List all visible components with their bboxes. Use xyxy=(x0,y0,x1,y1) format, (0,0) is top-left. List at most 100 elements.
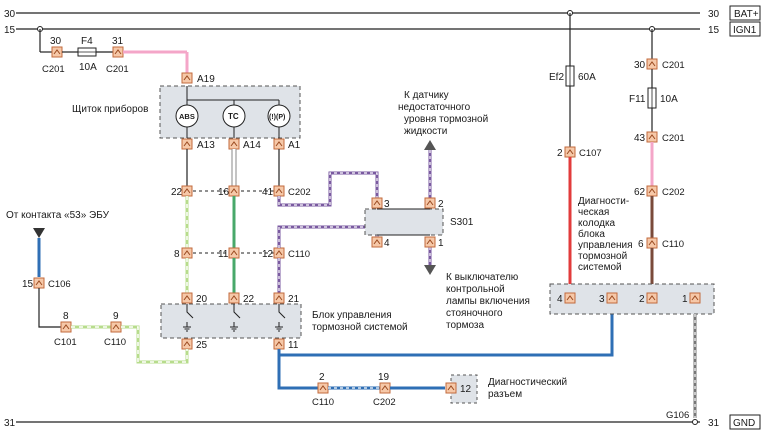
fuse-f4-rating: 10A xyxy=(79,62,97,73)
diag-block-line-6: тормозной xyxy=(578,251,627,262)
pin-c202-16: 16 xyxy=(218,187,230,198)
pin-c110-8: 8 xyxy=(174,249,180,260)
pin-module-21: 21 xyxy=(288,294,300,305)
c202-label-bottom: C202 xyxy=(373,397,396,408)
diag-connector-block: 4 3 2 1 xyxy=(549,283,715,315)
parking-switch-line-5: тормоза xyxy=(446,320,485,331)
c201-label-right: C201 xyxy=(106,64,129,75)
brake-module-line-2: тормозной системой xyxy=(312,322,408,333)
diag-block-line-3: колодка xyxy=(578,218,616,229)
brake-control-module: 20 22 21 Блок управления тормозной систе… xyxy=(160,292,408,351)
c101-label: C101 xyxy=(54,337,77,348)
s301-label: S301 xyxy=(450,217,474,228)
fuse-f4-branch: 30 C201 F4 10A 31 C201 xyxy=(37,26,189,75)
pin-a13: A13 xyxy=(197,140,215,151)
c202-row: 22 16 41 C202 xyxy=(171,185,311,198)
pin-f4-in: 30 xyxy=(50,36,62,47)
pin-c101-8: 8 xyxy=(63,311,69,322)
pin-module-20: 20 xyxy=(196,294,208,305)
fuse-ef2-rating: 60A xyxy=(578,72,596,83)
c106-label: C106 xyxy=(48,279,71,290)
pin-f11-43: 43 xyxy=(634,133,646,144)
pin-c110-9: 9 xyxy=(113,311,119,322)
pin-s301-1: 1 xyxy=(438,238,444,249)
ecu-contact-label: От контакта «53» ЭБУ xyxy=(6,210,110,221)
diag-block-line-1: Диагности- xyxy=(578,196,629,207)
rail-bat-label: BAT+ xyxy=(734,9,759,20)
pin-f11-30: 30 xyxy=(634,60,646,71)
rail-bat-num: 30 xyxy=(708,9,720,20)
pin-f4-out: 31 xyxy=(112,36,124,47)
rail-ign-num: 15 xyxy=(708,25,720,36)
c110-label-mid: C110 xyxy=(288,249,310,260)
brake-lamp-text: (!)(P) xyxy=(269,114,285,121)
pin-c202-19: 19 xyxy=(378,372,390,383)
parking-switch-line-1: К выключателю xyxy=(446,272,519,283)
c201-label-f11-top: C201 xyxy=(662,60,685,71)
fuse-f11-name: F11 xyxy=(629,94,646,105)
fluid-sensor-line-3: уровня тормозной xyxy=(404,114,488,125)
ground-wire: G106 xyxy=(666,314,698,425)
diag-block-line-4: блока xyxy=(578,228,605,240)
rail-gnd-label: GND xyxy=(733,418,755,429)
pin-c110-6: 6 xyxy=(638,239,644,250)
parking-switch-line-3: лампы включения xyxy=(446,296,530,307)
parking-switch-line-4: стояночного xyxy=(446,308,503,319)
pin-diag-1: 1 xyxy=(682,294,688,305)
pin-a1: A1 xyxy=(288,140,301,151)
c110-row: 8 11 12 C110 xyxy=(174,247,310,260)
parking-switch-line-2: контрольной xyxy=(446,284,505,295)
c110-label-right: C110 xyxy=(662,239,684,250)
pin-module-22: 22 xyxy=(243,294,255,305)
c202-label-mid: C202 xyxy=(288,187,311,198)
abs-lamp-text: ABS xyxy=(179,112,195,121)
brake-module-line-1: Блок управления xyxy=(312,310,392,321)
c202-label-right: C202 xyxy=(662,187,685,198)
instrument-panel: A19 Щиток приборов ABS TC (!)(P) A13 A14… xyxy=(72,72,301,151)
arrow-down-icon xyxy=(424,265,436,275)
ecu-input-branch: От контакта «53» ЭБУ 15 C106 8 C101 9 C1… xyxy=(6,210,189,364)
fuse-f11-rating: 10A xyxy=(660,94,678,105)
rail-gnd-num: 31 xyxy=(708,418,720,429)
diag-block-line-5: управления xyxy=(578,240,633,251)
fluid-sensor-line-4: жидкости xyxy=(404,126,447,137)
arrow-down-icon xyxy=(33,228,45,238)
diagnostic-wires: 2 C110 19 C202 12 Диагностический разъем xyxy=(277,313,614,408)
pin-s301-2: 2 xyxy=(438,199,444,210)
rail-left-31-label: 31 xyxy=(4,418,16,429)
instrument-panel-label: Щиток приборов xyxy=(72,103,148,115)
pin-c107-2: 2 xyxy=(557,148,563,159)
c110-label-bottom: C110 xyxy=(312,397,334,408)
pin-s301-4: 4 xyxy=(384,238,390,249)
pin-c110-11: 11 xyxy=(218,249,229,260)
rail-ign: 15 15 IGN1 xyxy=(4,21,761,37)
ef2-branch: Ef2 60A 2 C107 xyxy=(549,10,602,293)
fluid-sensor-line-2: недостаточного xyxy=(398,102,471,113)
g106-label: G106 xyxy=(666,410,689,421)
f11-branch: 30 C201 F11 10A 43 C201 62 C202 6 C110 xyxy=(629,26,685,293)
pin-c110-12: 12 xyxy=(262,249,274,260)
diag-plug-line-2: разъем xyxy=(488,389,522,400)
arrow-up-icon xyxy=(424,140,436,150)
pin-diag-12: 12 xyxy=(460,384,472,395)
rail-left-15-label: 15 xyxy=(4,25,16,36)
pin-c202-22: 22 xyxy=(171,187,183,198)
pin-diag-4: 4 xyxy=(557,294,563,305)
pin-diag-3: 3 xyxy=(599,294,605,305)
rail-gnd: 31 31 GND xyxy=(4,414,761,430)
rail-bat: 30 30 BAT+ xyxy=(4,5,761,21)
rail-left-30-label: 30 xyxy=(4,9,16,20)
pin-c202-62: 62 xyxy=(634,187,646,198)
pin-module-11: 11 xyxy=(288,340,299,351)
c107-label: C107 xyxy=(579,148,602,159)
tc-lamp-text: TC xyxy=(228,112,239,121)
pin-a19: A19 xyxy=(197,74,215,85)
rail-ign-label: IGN1 xyxy=(733,25,757,36)
fluid-sensor-line-1: К датчику xyxy=(404,90,449,101)
fuse-f4-name: F4 xyxy=(81,36,93,47)
diag-block-line-2: ческая xyxy=(578,207,609,218)
pin-diag-2: 2 xyxy=(639,294,645,305)
diag-block-line-7: системой xyxy=(578,262,622,273)
pin-c106-15: 15 xyxy=(22,279,34,290)
pin-s301-3: 3 xyxy=(384,199,390,210)
